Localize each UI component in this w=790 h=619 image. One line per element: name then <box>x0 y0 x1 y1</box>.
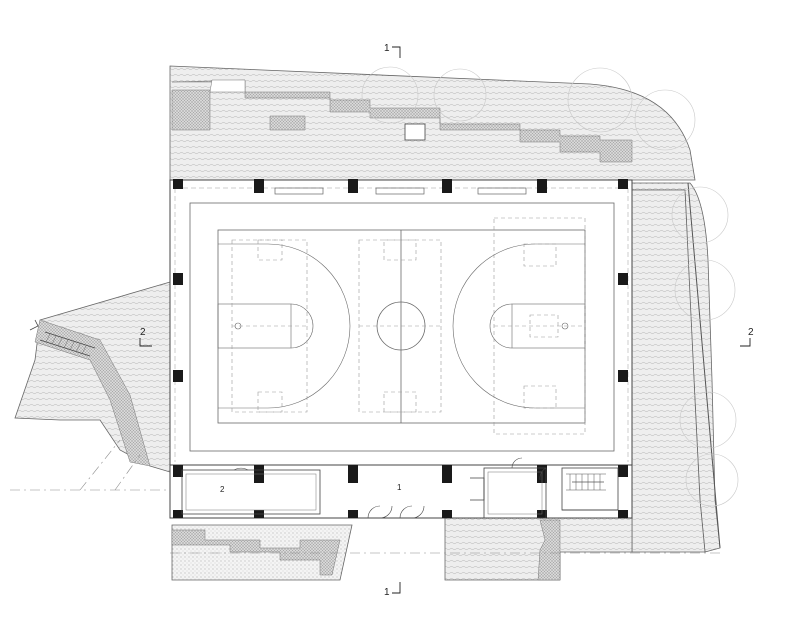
section-marker-right: 2 <box>740 327 754 347</box>
east-planter <box>631 182 721 553</box>
north-planter <box>169 65 696 181</box>
south-west-planter <box>171 524 353 581</box>
section-label-left: 2 <box>140 327 146 338</box>
room-label-entrance-hall: 1 <box>397 483 402 492</box>
west-planter <box>14 281 171 473</box>
west-stair <box>29 319 96 357</box>
tree-canopies <box>361 66 739 507</box>
north-windows <box>274 187 527 195</box>
section-cut-lines <box>10 439 720 554</box>
south-east-planter <box>444 517 633 581</box>
south-east-stair <box>566 473 606 491</box>
secondary-courts <box>231 217 586 435</box>
section-marker-bottom: 1 <box>384 582 401 598</box>
south-rooms <box>181 457 619 519</box>
section-label-bottom: 1 <box>384 587 390 598</box>
section-marker-left: 2 <box>139 327 152 347</box>
section-label-right: 2 <box>748 327 754 338</box>
room-label-side-room: 2 <box>220 485 225 494</box>
section-marker-top: 1 <box>384 43 401 58</box>
section-label-top: 1 <box>384 43 390 54</box>
